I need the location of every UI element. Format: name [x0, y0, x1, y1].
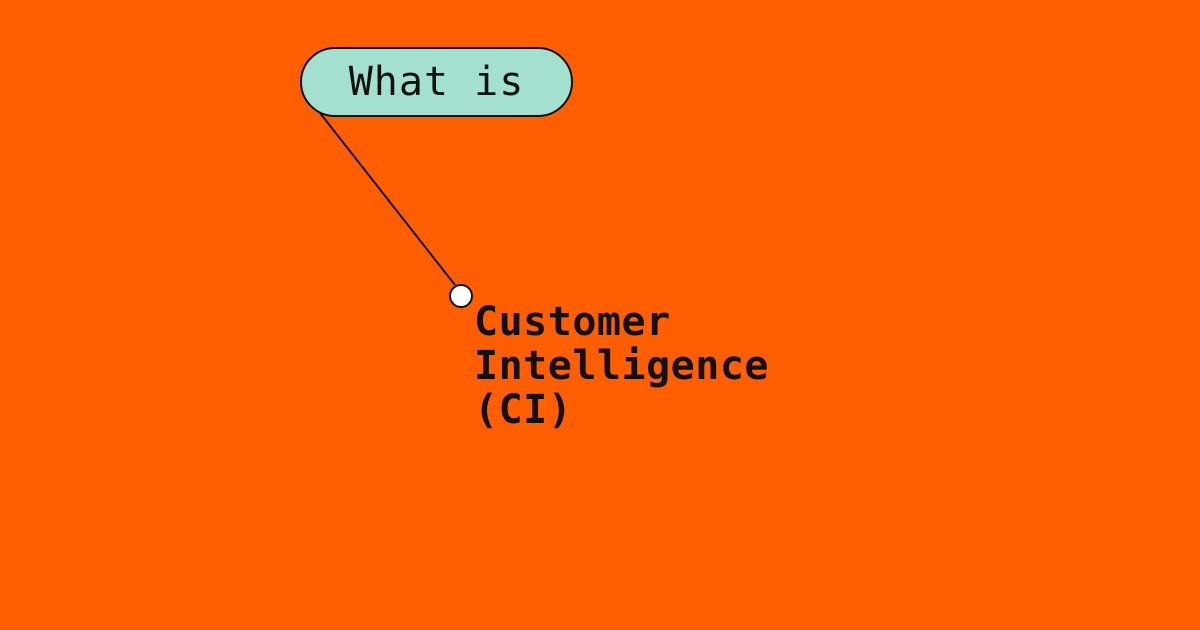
question-pill: What is: [300, 47, 573, 117]
headline-line-2: Intelligence: [474, 343, 769, 389]
connector-line: [319, 112, 456, 286]
headline-line-3: (CI): [474, 387, 573, 433]
headline-line-1: Customer: [474, 299, 671, 345]
circle-node-icon: [449, 284, 473, 308]
headline: Customer Intelligence (CI): [474, 300, 769, 432]
pill-label: What is: [348, 59, 525, 105]
